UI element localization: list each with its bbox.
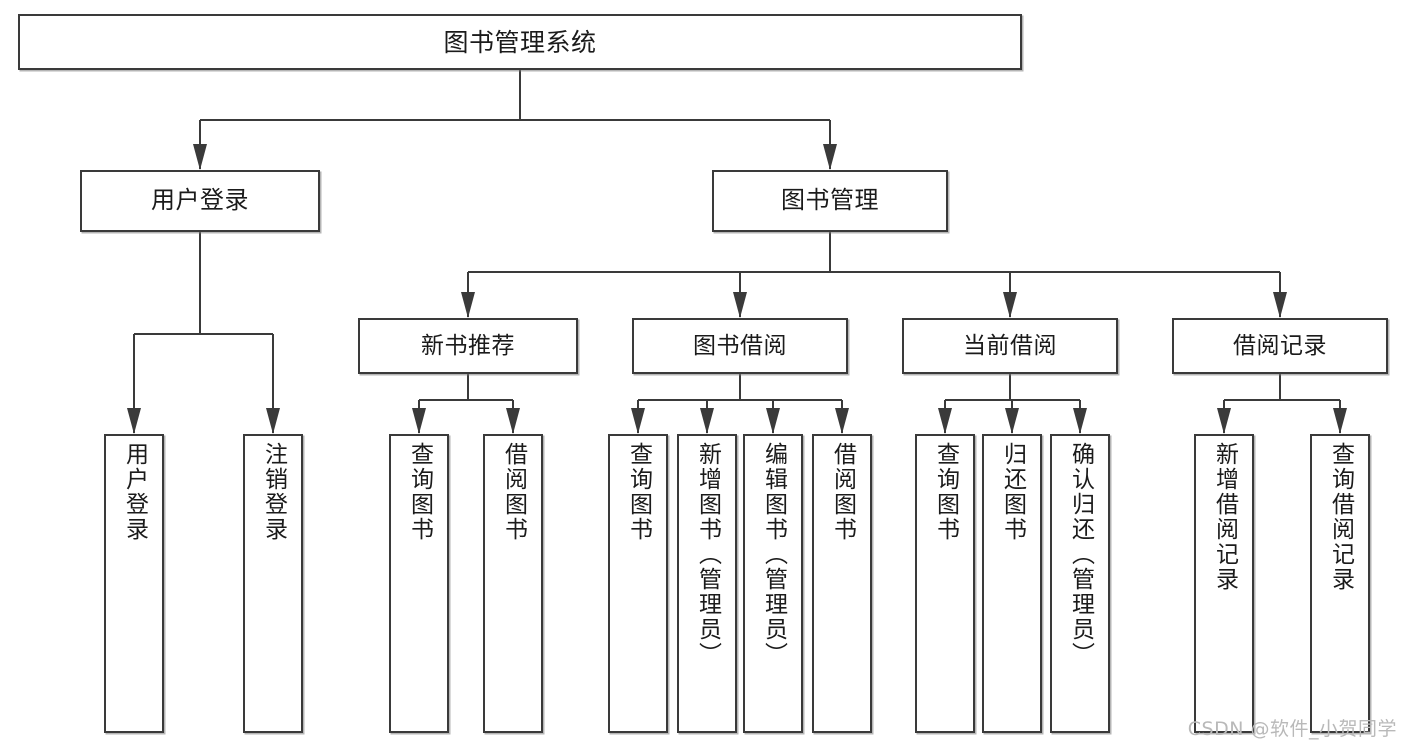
node-newbook[interactable]: 新书推荐 [358,318,578,374]
node-label: 借阅图书 [829,442,856,542]
node-l2[interactable]: 注销登录 [243,434,303,733]
node-label: 借阅记录 [1233,332,1327,359]
node-label: 图书借阅 [693,332,787,359]
node-l10[interactable]: 归还图书 [982,434,1042,733]
node-label: 新增图书（管理员） [694,442,721,667]
node-label: 查询借阅记录 [1327,442,1354,592]
node-label: 编辑图书（管理员） [760,442,787,667]
node-l9[interactable]: 查询图书 [915,434,975,733]
node-label: 新书推荐 [421,332,515,359]
node-current[interactable]: 当前借阅 [902,318,1118,374]
node-label: 查询图书 [932,442,959,542]
node-label: 借阅图书 [500,442,527,542]
node-label: 用户登录 [121,442,148,542]
node-login[interactable]: 用户登录 [80,170,320,232]
node-label: 归还图书 [999,442,1026,542]
node-label: 图书管理系统 [443,27,597,57]
node-root[interactable]: 图书管理系统 [18,14,1022,70]
node-label: 查询图书 [406,442,433,542]
node-label: 当前借阅 [963,332,1057,359]
node-l7[interactable]: 编辑图书（管理员） [743,434,803,733]
watermark-text: CSDN @软件_小贺同学 [1187,718,1397,740]
node-label: 注销登录 [260,442,287,542]
node-l3[interactable]: 查询图书 [389,434,449,733]
node-l8[interactable]: 借阅图书 [812,434,872,733]
node-l1[interactable]: 用户登录 [104,434,164,733]
node-label: 用户登录 [151,186,249,215]
node-l6[interactable]: 新增图书（管理员） [677,434,737,733]
node-l5[interactable]: 查询图书 [608,434,668,733]
node-label: 查询图书 [625,442,652,542]
node-borrow[interactable]: 图书借阅 [632,318,848,374]
node-records[interactable]: 借阅记录 [1172,318,1388,374]
node-l13[interactable]: 查询借阅记录 [1310,434,1370,733]
node-l11[interactable]: 确认归还（管理员） [1050,434,1110,733]
node-label: 新增借阅记录 [1211,442,1238,592]
node-label: 确认归还（管理员） [1067,442,1094,667]
node-l4[interactable]: 借阅图书 [483,434,543,733]
node-l12[interactable]: 新增借阅记录 [1194,434,1254,733]
node-label: 图书管理 [781,186,879,215]
node-bookmgmt[interactable]: 图书管理 [712,170,948,232]
